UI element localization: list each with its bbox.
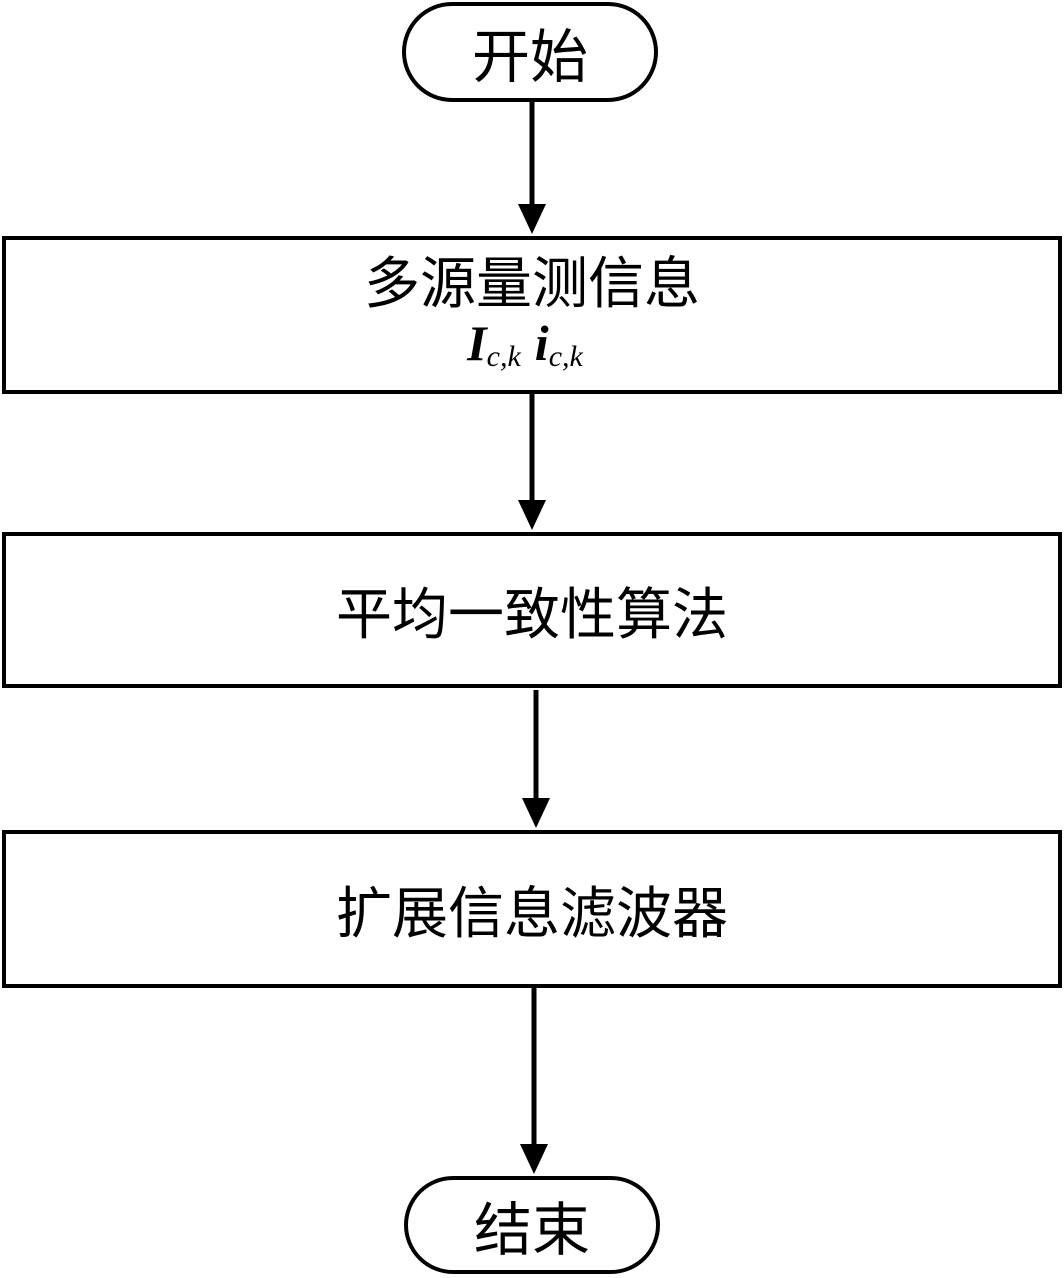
symbol-I-subscript: c,k xyxy=(486,340,521,373)
start-label: 开始 xyxy=(471,23,588,91)
extended-information-filter-box: 扩展信息滤波器 xyxy=(2,830,1062,988)
multi-source-measurement-label: 多源量测信息 xyxy=(364,252,700,317)
end-label: 结束 xyxy=(473,1196,590,1264)
average-consensus-box: 平均一致性算法 xyxy=(2,532,1062,688)
symbol-i: i xyxy=(534,315,549,371)
symbol-I: I xyxy=(467,315,487,371)
average-consensus-label: 平均一致性算法 xyxy=(336,582,728,648)
arrowhead-3 xyxy=(522,798,550,828)
symbol-i-subscript: c,k xyxy=(548,340,583,373)
arrowhead-4 xyxy=(520,1144,548,1174)
end-node: 结束 xyxy=(404,1176,660,1274)
extended-information-filter-label: 扩展信息滤波器 xyxy=(336,881,728,947)
arrowhead-1 xyxy=(518,204,546,234)
start-node: 开始 xyxy=(402,2,658,102)
arrowhead-2 xyxy=(518,500,546,530)
